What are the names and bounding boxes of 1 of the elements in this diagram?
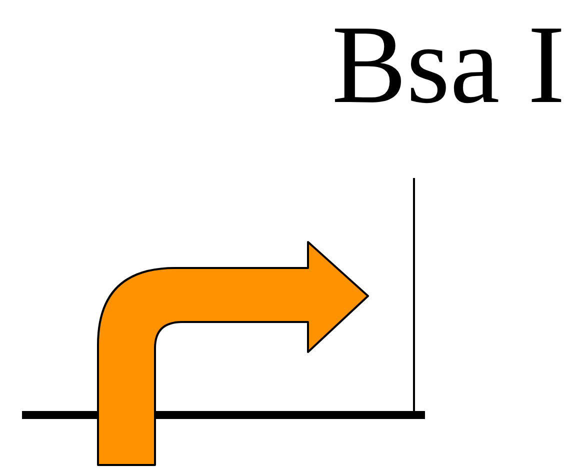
enzyme-title: Bsa I bbox=[332, 4, 565, 128]
